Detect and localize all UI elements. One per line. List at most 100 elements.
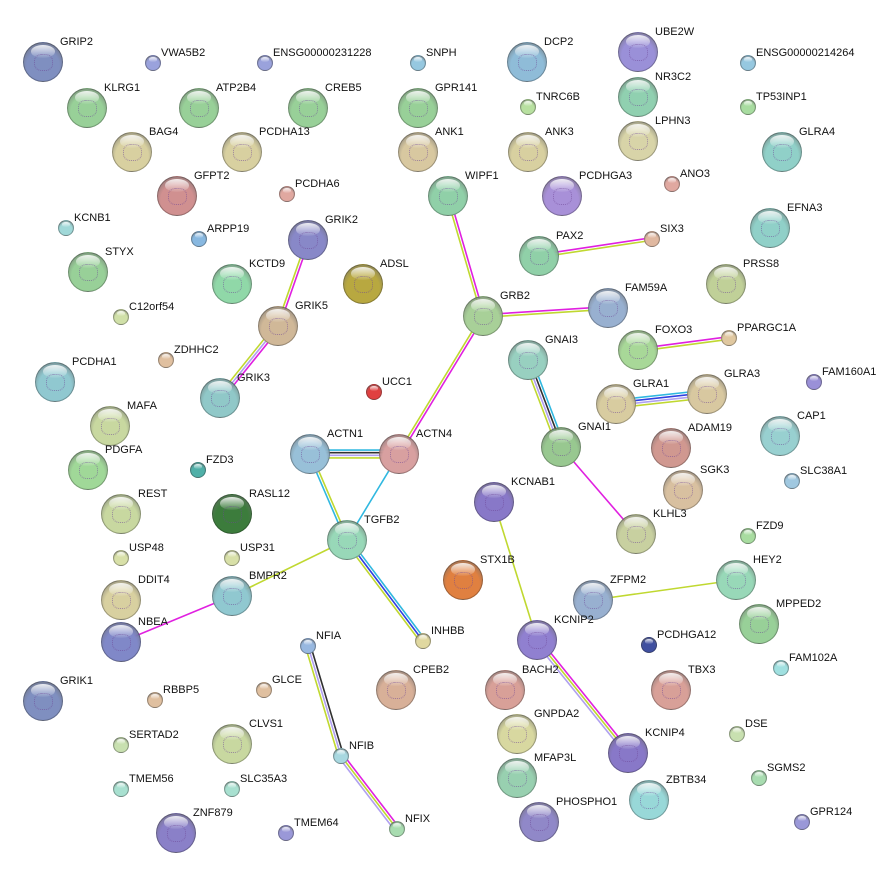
node-pdgfa[interactable] xyxy=(68,450,108,490)
edge-kcnip2-kcnip4[interactable] xyxy=(534,637,631,756)
node-label[interactable]: GLRA4 xyxy=(799,126,836,138)
node-label[interactable]: SGMS2 xyxy=(767,762,806,774)
node-bag4[interactable] xyxy=(112,132,152,172)
node-label[interactable]: MPPED2 xyxy=(776,598,822,610)
node-fam102a[interactable] xyxy=(773,660,789,676)
node-slc35a3[interactable] xyxy=(224,781,240,797)
node-label[interactable]: DCP2 xyxy=(544,36,574,48)
node-label[interactable]: LPHN3 xyxy=(655,115,691,127)
node-pcdha1[interactable] xyxy=(35,362,75,402)
node-label[interactable]: TNRC6B xyxy=(536,91,581,103)
node-zdhhc2[interactable] xyxy=(158,352,174,368)
node-label[interactable]: NFIX xyxy=(405,813,431,825)
node-label[interactable]: KLRG1 xyxy=(104,82,141,94)
node-bach2[interactable] xyxy=(485,670,525,710)
node-label[interactable]: GNPDA2 xyxy=(534,708,580,720)
node-label[interactable]: SLC38A1 xyxy=(800,465,848,477)
node-mfap3l[interactable] xyxy=(497,758,537,798)
edge-tgfb2-inhbb[interactable] xyxy=(344,537,426,644)
node-ddit4[interactable] xyxy=(101,580,141,620)
node-rbbp5[interactable] xyxy=(147,692,163,708)
node-six3[interactable] xyxy=(644,231,660,247)
node-label[interactable]: KCNAB1 xyxy=(511,476,556,488)
node-label[interactable]: KCNIP2 xyxy=(554,614,594,626)
node-nfix[interactable] xyxy=(389,821,405,837)
node-label[interactable]: C12orf54 xyxy=(129,301,175,313)
node-label[interactable]: ACTN4 xyxy=(416,428,453,440)
node-grik1[interactable] xyxy=(23,681,63,721)
edge-zfpm2-hey2[interactable] xyxy=(592,579,737,601)
node-label[interactable]: CLVS1 xyxy=(249,718,284,730)
node-arpp19[interactable] xyxy=(191,231,207,247)
node-label[interactable]: SERTAD2 xyxy=(129,729,179,741)
node-label[interactable]: MFAP3L xyxy=(534,752,577,764)
node-label[interactable]: GFPT2 xyxy=(194,170,230,182)
node-label[interactable]: ZDHHC2 xyxy=(174,344,219,356)
node-label[interactable]: TMEM64 xyxy=(294,817,339,829)
node-creb5[interactable] xyxy=(288,88,328,128)
node-klrg1[interactable] xyxy=(67,88,107,128)
node-label[interactable]: PDGFA xyxy=(105,444,143,456)
edge-grb2-fam59a[interactable] xyxy=(482,305,609,319)
node-label[interactable]: ADSL xyxy=(380,258,409,270)
node-label[interactable]: NFIA xyxy=(316,630,342,642)
node-glra1[interactable] xyxy=(596,384,636,424)
node-grik2[interactable] xyxy=(288,220,328,260)
node-glra3[interactable] xyxy=(687,374,727,414)
node-label[interactable]: FAM102A xyxy=(789,652,838,664)
node-ube2w[interactable] xyxy=(618,32,658,72)
node-efna3[interactable] xyxy=(750,208,790,248)
node-gnai3[interactable] xyxy=(508,340,548,380)
node-label[interactable]: WIPF1 xyxy=(465,170,499,182)
node-label[interactable]: NR3C2 xyxy=(655,71,692,83)
node-kcnb1[interactable] xyxy=(58,220,74,236)
node-stx1b[interactable] xyxy=(443,560,483,600)
node-usp48[interactable] xyxy=(113,550,129,566)
node-glce[interactable] xyxy=(256,682,272,698)
edge-nfia-nfib[interactable] xyxy=(304,645,345,757)
node-label[interactable]: GRB2 xyxy=(500,290,530,302)
node-label[interactable]: ENSG00000214264 xyxy=(756,47,855,59)
node-atp2b4[interactable] xyxy=(179,88,219,128)
node-gfpt2[interactable] xyxy=(157,176,197,216)
node-nfib[interactable] xyxy=(333,748,349,764)
node-foxo3[interactable] xyxy=(618,330,658,370)
node-tnrc6b[interactable] xyxy=(520,99,536,115)
node-label[interactable]: STX1B xyxy=(480,554,515,566)
node-label[interactable]: GRIK2 xyxy=(325,214,359,226)
node-label[interactable]: ZBTB34 xyxy=(666,774,707,786)
node-label[interactable]: ANO3 xyxy=(680,168,710,180)
node-label[interactable]: GRIK5 xyxy=(295,300,329,312)
node-gpr124[interactable] xyxy=(794,814,810,830)
node-actn4[interactable] xyxy=(379,434,419,474)
node-ensg00000214264[interactable] xyxy=(740,55,756,71)
node-ank3[interactable] xyxy=(508,132,548,172)
node-label[interactable]: PCDHA13 xyxy=(259,126,310,138)
node-label[interactable]: EFNA3 xyxy=(787,202,823,214)
node-label[interactable]: GLRA1 xyxy=(633,378,670,390)
node-snph[interactable] xyxy=(410,55,426,71)
node-hey2[interactable] xyxy=(716,560,756,600)
node-label[interactable]: RBBP5 xyxy=(163,684,200,696)
node-label[interactable]: UBE2W xyxy=(655,26,695,38)
node-ano3[interactable] xyxy=(664,176,680,192)
node-label[interactable]: REST xyxy=(138,488,168,500)
node-label[interactable]: PRSS8 xyxy=(743,258,780,270)
node-vwa5b2[interactable] xyxy=(145,55,161,71)
node-cpeb2[interactable] xyxy=(376,670,416,710)
node-bmpr2[interactable] xyxy=(212,576,252,616)
node-label[interactable]: HEY2 xyxy=(753,554,782,566)
node-label[interactable]: GLRA3 xyxy=(724,368,761,380)
node-nr3c2[interactable] xyxy=(618,77,658,117)
node-tbx3[interactable] xyxy=(651,670,691,710)
node-prss8[interactable] xyxy=(706,264,746,304)
node-label[interactable]: PCDHGA3 xyxy=(579,170,633,182)
node-grik5[interactable] xyxy=(258,306,298,346)
node-tgfb2[interactable] xyxy=(327,520,367,560)
node-label[interactable]: DSE xyxy=(745,718,768,730)
node-label[interactable]: GPR124 xyxy=(810,806,853,818)
node-label[interactable]: PCDHGA12 xyxy=(657,629,717,641)
node-grip2[interactable] xyxy=(23,42,63,82)
node-label[interactable]: ATP2B4 xyxy=(216,82,257,94)
node-kcnip2[interactable] xyxy=(517,620,557,660)
